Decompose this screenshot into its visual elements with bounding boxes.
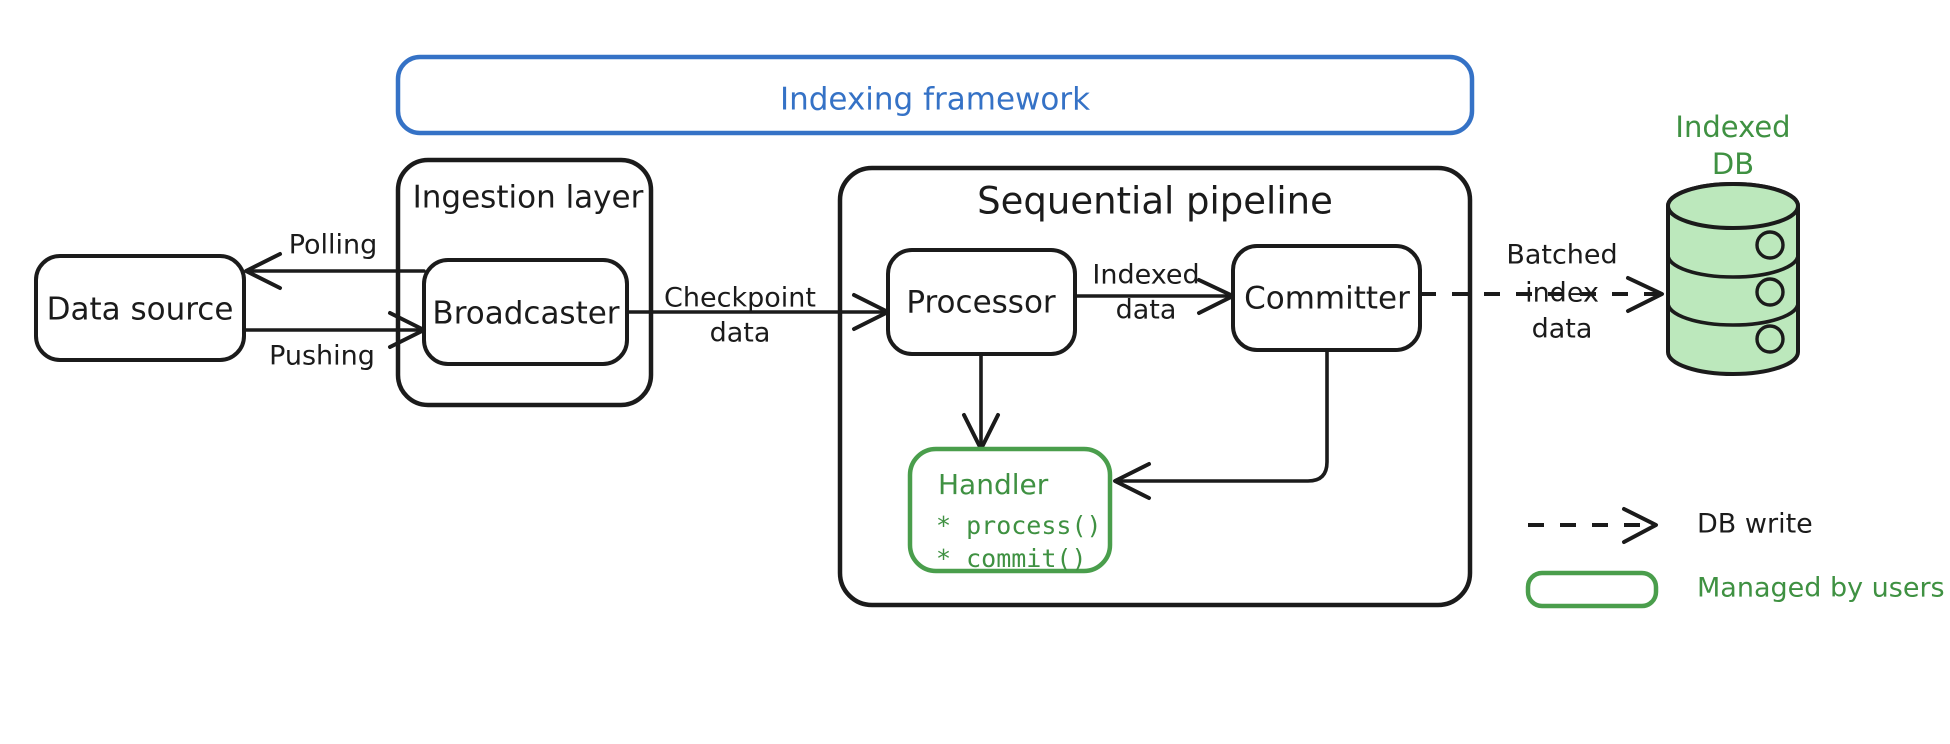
checkpoint-label-line2: data [710,318,771,349]
sequential-pipeline-rect [837,165,1473,608]
processor-node[interactable]: Processor [886,248,1077,356]
edge-checkpoint-data: Checkpoint data [625,283,890,349]
pushing-label: Pushing [269,341,375,372]
broadcaster-label: Broadcaster [432,296,619,332]
edge-polling: Polling [244,230,426,290]
db-top-ellipse [1666,182,1800,230]
db-indicator-dot-3 [1755,324,1785,354]
indexed-db-label-line2: DB [1712,147,1754,181]
pushing-arrowhead [388,311,426,349]
db-indicator-dot-1 [1755,230,1785,260]
batched-label-line1: Batched [1506,240,1617,271]
batched-arrowhead [1626,276,1664,313]
edge-processor-to-handler [962,352,1000,451]
handler-method-commit: * commit() [936,544,1087,573]
sequential-pipeline-label: Sequential pipeline [977,180,1333,223]
legend-green-rect [1525,570,1659,609]
data-source-rect[interactable] [34,254,246,362]
handler-method-process: * process() [936,511,1102,540]
database-icon[interactable] [1666,182,1800,376]
ingestion-layer-rect [395,157,654,408]
edge-pushing: Pushing [242,311,426,372]
indexed-db-node[interactable]: Indexed DB [1666,110,1800,376]
data-source-label: Data source [47,292,234,328]
batched-label-line3: data [1532,314,1593,345]
handler-node[interactable]: Handler * process() * commit() [907,446,1113,574]
processor-label: Processor [906,285,1056,321]
indexed-label-line2: data [1116,295,1177,326]
indexing-framework-rect [395,54,1475,136]
checkpoint-label-line1: Checkpoint [664,283,816,314]
legend: DB write Managed by users [1525,507,1945,609]
sequential-pipeline-group: Sequential pipeline [837,165,1473,608]
db-band-divider-2 [1666,301,1800,327]
edge-indexed-data: Indexed data [1073,260,1235,326]
ingestion-layer-group: Ingestion layer [395,157,654,408]
edge-batched-index-data: Batched index data [1420,240,1664,345]
handler-title: Handler [938,468,1049,501]
committer-node[interactable]: Committer [1231,244,1422,352]
legend-dashed-arrowhead [1622,507,1658,544]
handler-rect[interactable] [907,446,1113,574]
db-band-divider-1 [1666,253,1800,279]
broadcaster-node[interactable]: Broadcaster [422,258,629,366]
committer-label: Committer [1244,281,1410,317]
ingestion-layer-label: Ingestion layer [413,180,644,216]
indexed-label-line1: Indexed [1092,260,1199,291]
batched-label-line2: index [1525,278,1599,309]
committer-handler-arrowhead [1113,462,1151,500]
indexing-framework-container: Indexing framework [395,54,1475,136]
indexing-framework-label: Indexing framework [780,82,1090,118]
data-source-node[interactable]: Data source [34,254,246,362]
edge-committer-to-handler [1113,348,1329,500]
legend-item-db-write: DB write [1528,507,1813,544]
db-indicator-dot-2 [1755,277,1785,307]
indexed-db-label-line1: Indexed [1675,110,1790,144]
polling-label: Polling [289,230,378,261]
legend-label-managed-by-users: Managed by users [1697,573,1945,604]
polling-arrowhead [244,252,282,290]
legend-label-db-write: DB write [1697,509,1813,540]
legend-item-managed-by-users: Managed by users [1525,570,1945,609]
